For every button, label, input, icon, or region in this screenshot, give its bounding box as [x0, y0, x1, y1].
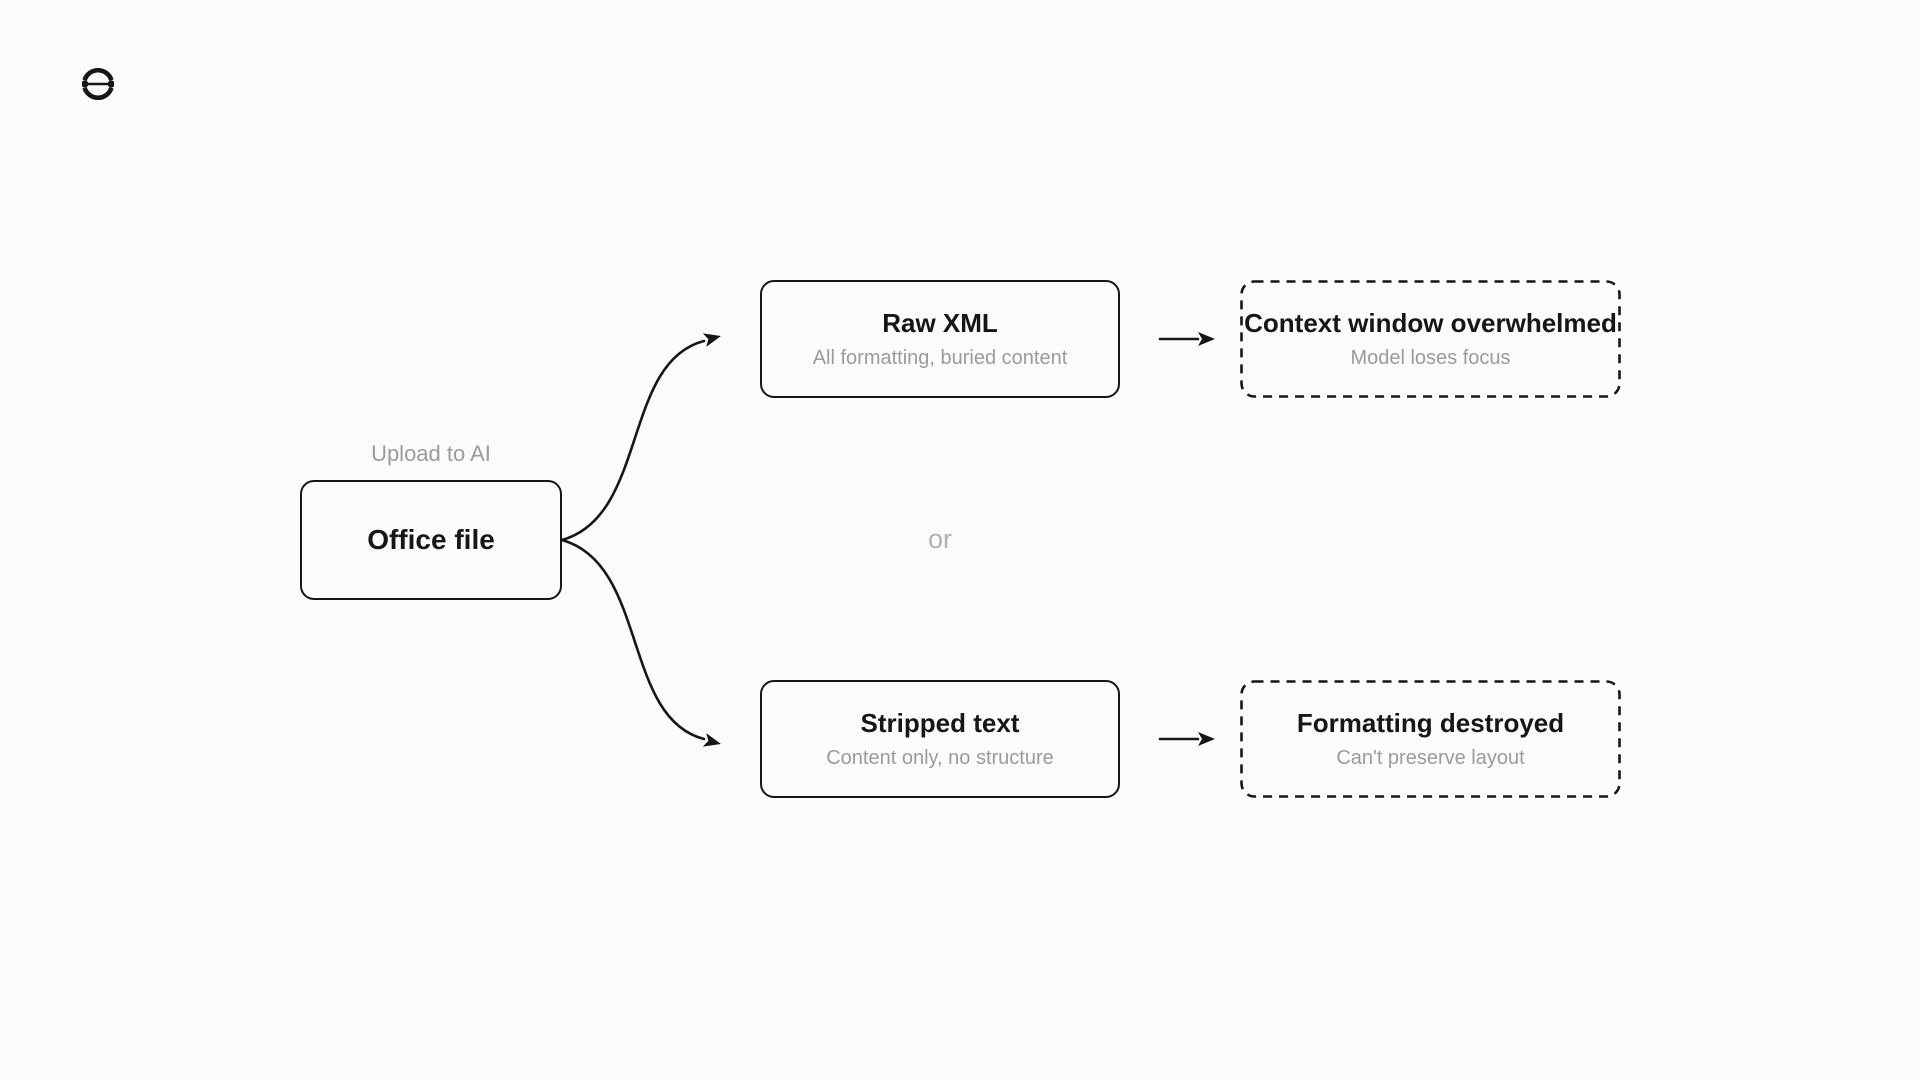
stripped-text-title: Stripped text	[860, 708, 1020, 739]
context-overwhelmed-subtitle: Model loses focus	[1350, 346, 1511, 369]
dashed-border	[1240, 680, 1621, 798]
raw-xml-node: Raw XML All formatting, buried content	[760, 280, 1120, 398]
office-file-node: Office file	[300, 480, 562, 600]
context-overwhelmed-node: Context window overwhelmed Model loses f…	[1240, 280, 1621, 398]
formatting-destroyed-node: Formatting destroyed Can't preserve layo…	[1240, 680, 1621, 798]
split-circle-logo[interactable]	[81, 67, 115, 101]
stripped-text-node: Stripped text Content only, no structure	[760, 680, 1120, 798]
or-label: or	[927, 524, 952, 554]
curve-arrow-to-raw-xml	[560, 339, 706, 542]
formatting-destroyed-title: Formatting destroyed	[1296, 708, 1565, 739]
dashed-border	[1240, 280, 1621, 398]
context-overwhelmed-title: Context window overwhelmed	[1244, 308, 1617, 339]
office-file-title: Office file	[367, 523, 495, 555]
stripped-text-subtitle: Content only, no structure	[826, 746, 1054, 769]
raw-xml-subtitle: All formatting, buried content	[812, 346, 1068, 369]
formatting-destroyed-subtitle: Can't preserve layout	[1336, 746, 1525, 769]
split-circle-logo-icon	[81, 67, 115, 101]
upload-to-ai-label: Upload to AI	[371, 441, 491, 466]
raw-xml-title: Raw XML	[882, 308, 998, 339]
curve-arrow-to-stripped-text	[560, 538, 706, 741]
